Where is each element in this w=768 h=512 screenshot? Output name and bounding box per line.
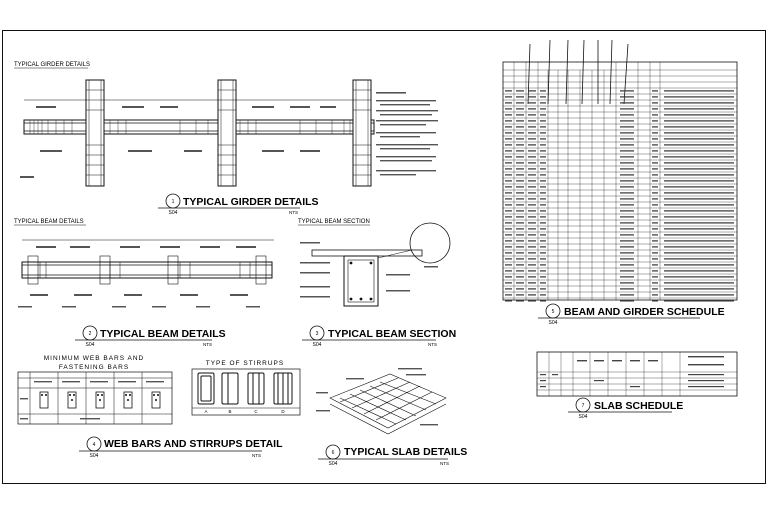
slab-schedule: 7 S04 SLAB SCHEDULE [536,351,738,420]
detail-sheet-7: S04 [579,414,588,420]
web-bars-heading-2: FASTENING BARS [59,364,129,371]
sheet-border [2,30,766,484]
stirrup-type-c: C [254,409,258,414]
detail-number-2: 2 [89,331,92,337]
detail-scale-4: NTS [252,453,261,458]
beam-small-label: TYPICAL BEAM DETAILS [14,219,84,225]
detail-number-5: 5 [552,309,555,315]
girder-detail-title: TYPICAL GIRDER DETAILS [183,196,319,208]
beam-schedule-title: BEAM AND GIRDER SCHEDULE [564,306,725,318]
stirrup-type-b: B [228,409,231,414]
beam-section-detail: TYPICAL BEAM SECTION 3 S04 TYPICAL BEAM … [298,219,456,348]
detail-sheet-3: S04 [313,342,322,348]
beam-detail-title: TYPICAL BEAM DETAILS [100,328,226,340]
detail-sheet-6: S04 [329,461,338,467]
web-bars-detail: MINIMUM WEB BARS AND FASTENING BARS TYPE… [17,355,301,459]
slab-detail-title: TYPICAL SLAB DETAILS [344,446,467,458]
detail-scale-1: NTS [289,210,298,215]
detail-sheet-4: S04 [90,453,99,459]
detail-sheet-2: S04 [86,342,95,348]
stirrup-type-a: A [204,409,207,414]
slab-schedule-title: SLAB SCHEDULE [594,400,683,412]
beam-section-title: TYPICAL BEAM SECTION [328,328,456,340]
detail-scale-3: NTS [428,342,437,347]
detail-number-7: 7 [582,403,585,409]
web-bars-title: WEB BARS AND STIRRUPS DETAIL [104,438,283,450]
detail-number-1: 1 [172,199,175,205]
detail-number-3: 3 [316,331,319,337]
web-bars-heading-1: MINIMUM WEB BARS AND [44,355,145,362]
beam-section-small-label: TYPICAL BEAM SECTION [298,219,370,225]
stirrups-heading: TYPE OF STIRRUPS [206,360,284,367]
detail-scale-2: NTS [203,342,212,347]
girder-small-label: TYPICAL GIRDER DETAILS [14,62,90,68]
girder-detail: TYPICAL GIRDER DETAILS [14,62,438,216]
detail-number-4: 4 [93,442,96,448]
beam-girder-schedule: 5 S04 BEAM AND GIRDER SCHEDULE [502,39,738,326]
detail-sheet-1: S04 [169,210,178,216]
stirrup-type-d: D [281,409,285,414]
detail-scale-6: NTS [440,461,449,466]
detail-sheet-5: S04 [549,320,558,326]
detail-number-6: 6 [332,450,335,456]
beam-detail: TYPICAL BEAM DETAILS 2 S04 TYPICAL BEAM [14,219,274,348]
slab-detail: 6 S04 TYPICAL SLAB DETAILS NTS [316,368,467,467]
